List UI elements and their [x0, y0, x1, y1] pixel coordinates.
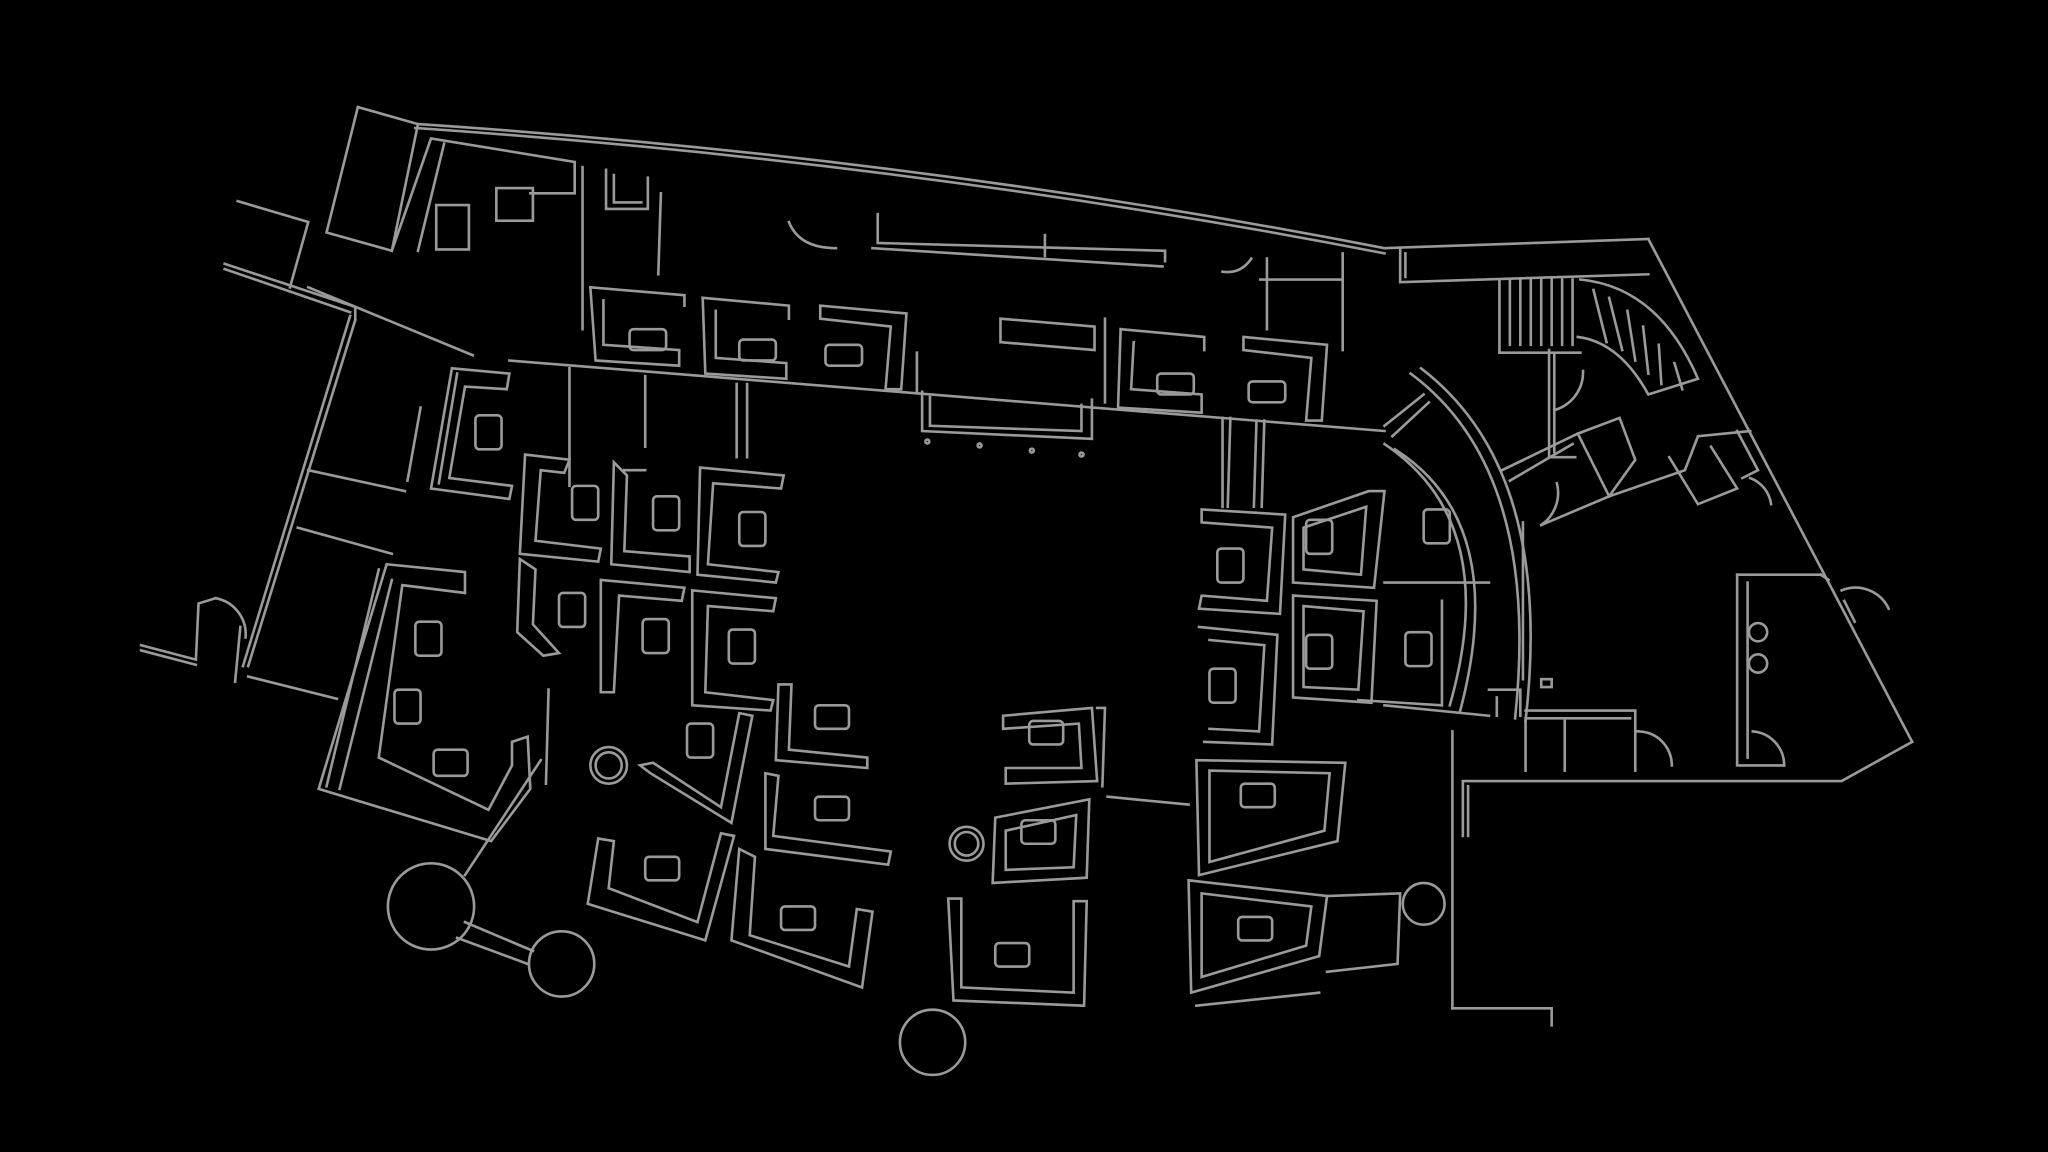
west-wing: [139, 105, 576, 701]
south-center-offices: [586, 683, 1190, 1077]
north-rooms: [507, 165, 1650, 488]
east-curved-room: [1356, 366, 1532, 723]
northeast-stair: [1498, 278, 1773, 681]
exterior-north-wall: [356, 105, 1914, 1027]
plan-lines: [139, 105, 1914, 1077]
east-service-rooms: [1524, 572, 1891, 772]
southwest-room: [317, 562, 629, 998]
north-offices: [588, 285, 1329, 458]
east-office-cluster: [1187, 416, 1446, 1008]
west-office-cluster: [405, 366, 786, 712]
